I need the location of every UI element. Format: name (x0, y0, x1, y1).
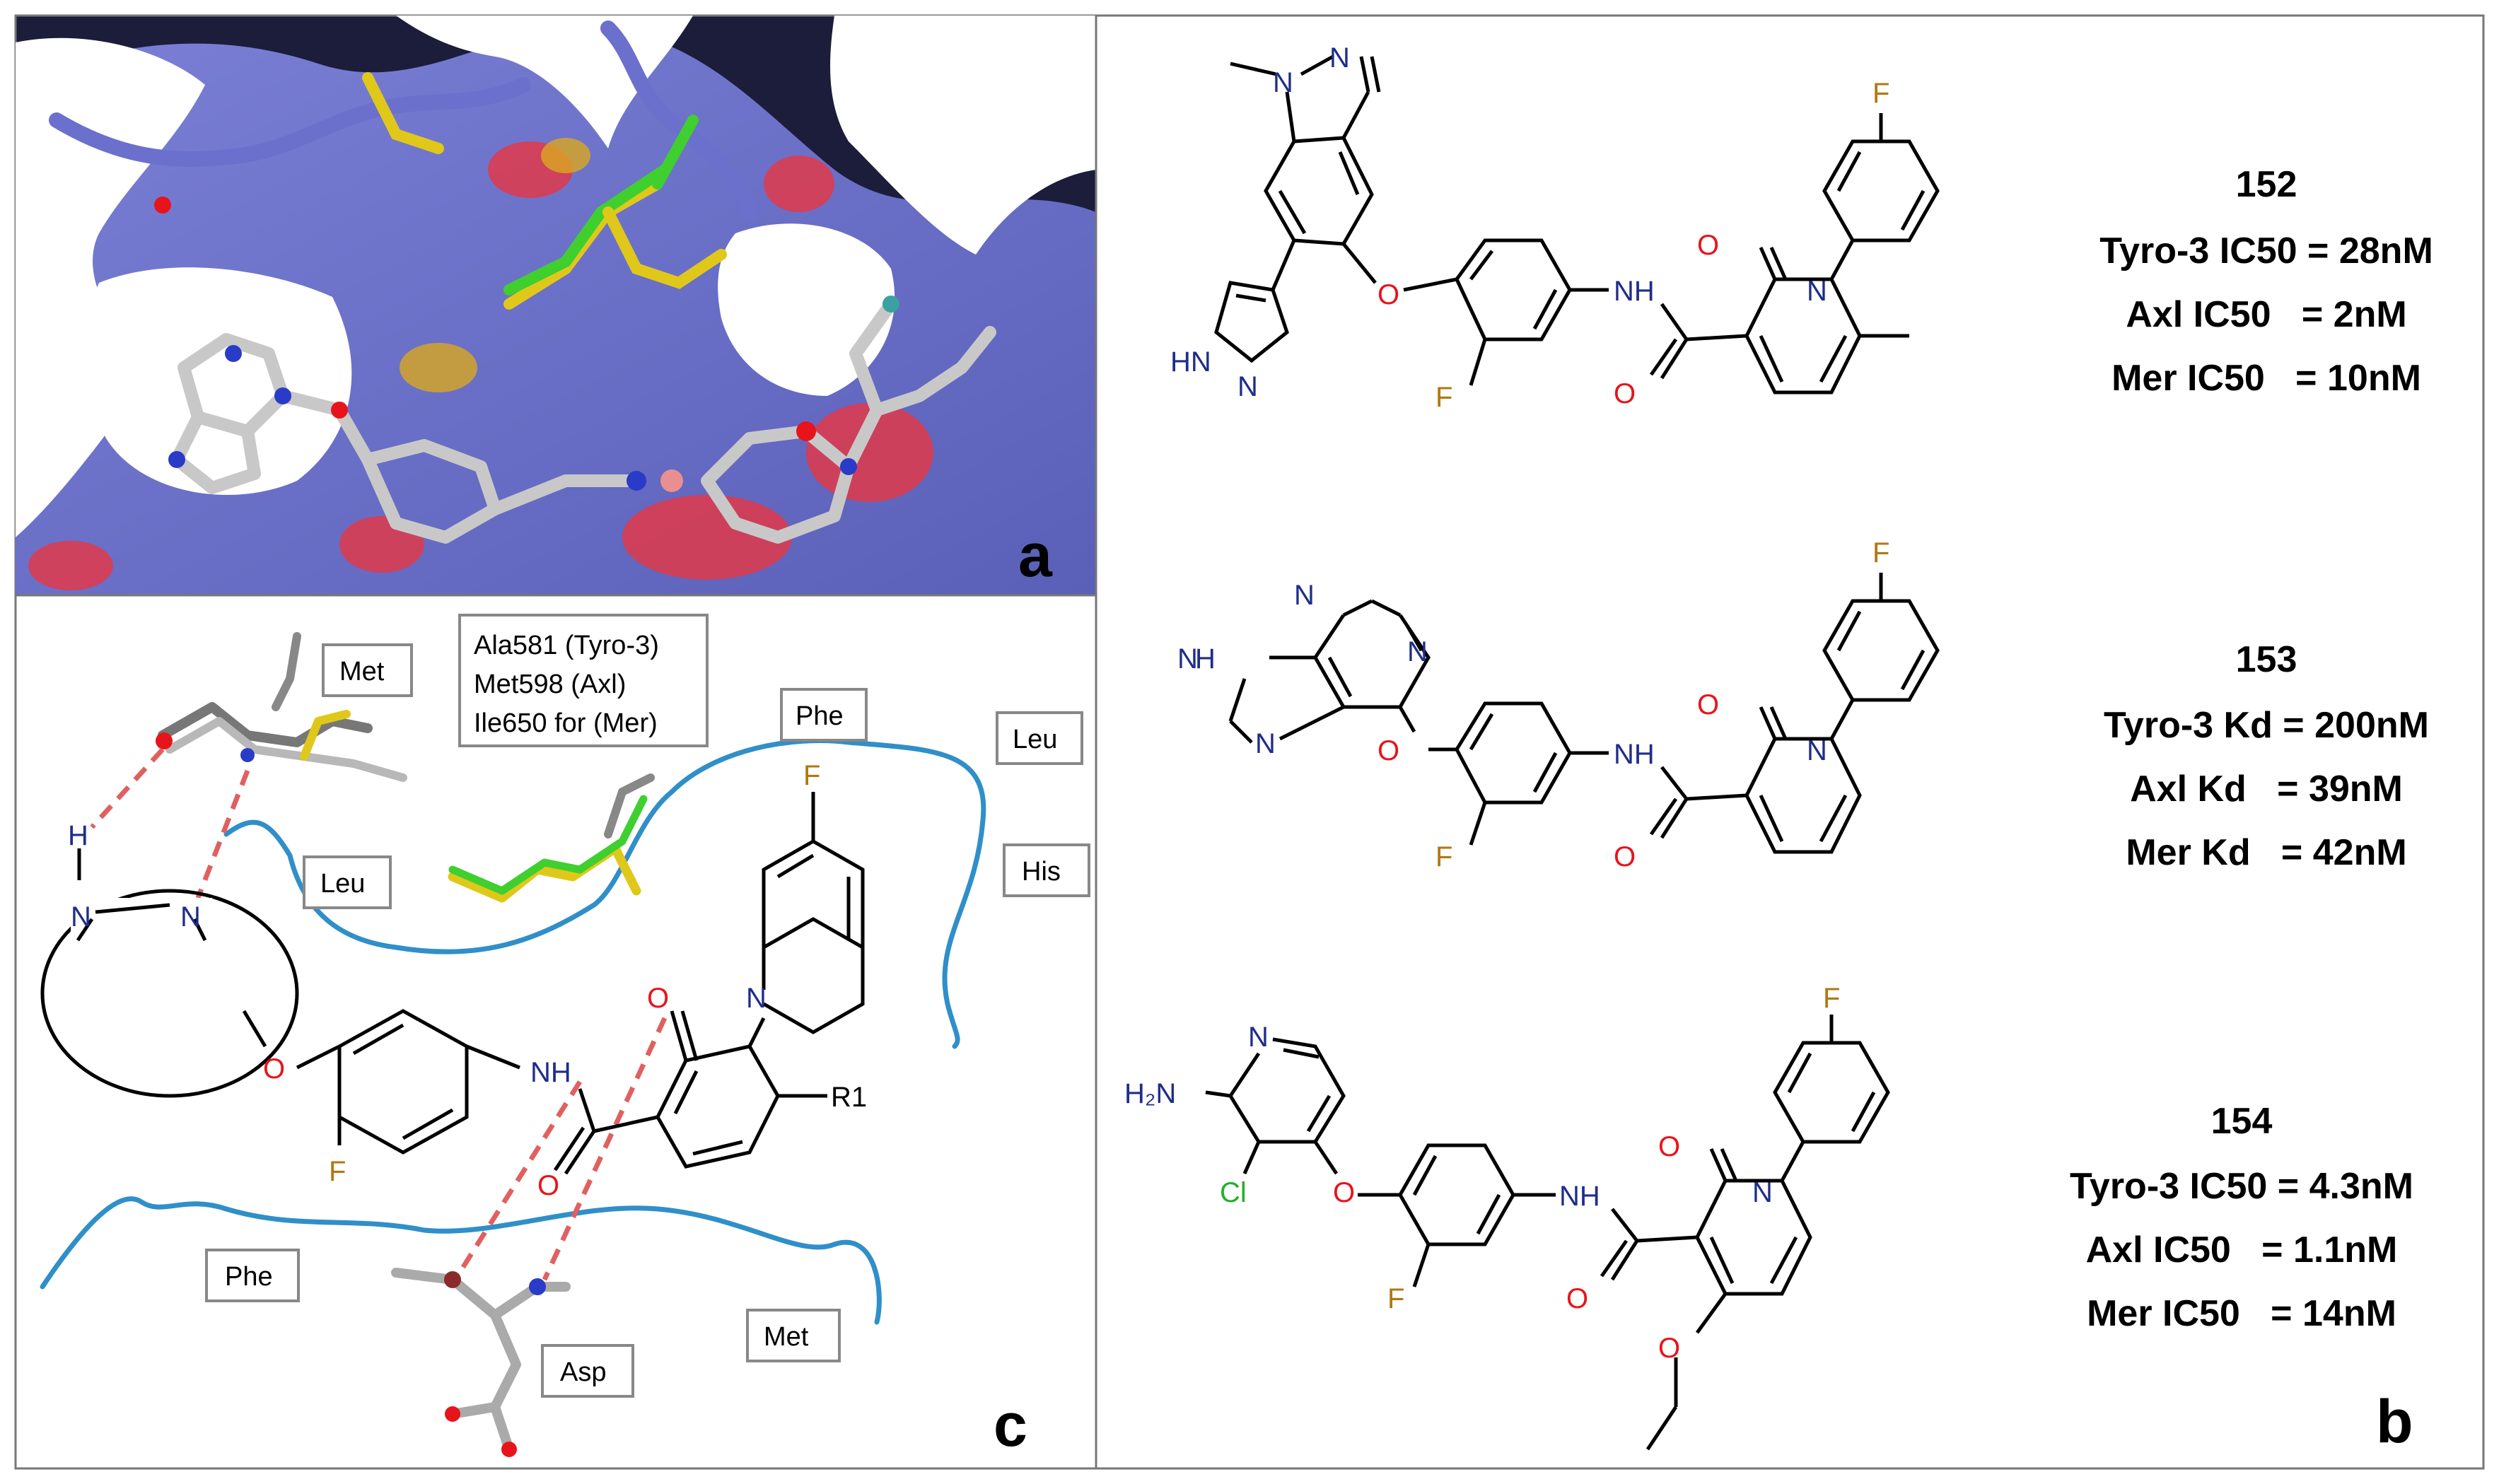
compound-153-line3: Mer Kd = 42nM (2126, 832, 2406, 873)
compound-153-line1: Tyro-3 Kd = 200nM (2104, 705, 2429, 746)
panel-c-letter: c (994, 1391, 1027, 1459)
hinge-binder-ring (40, 889, 299, 1098)
surface-white-cavity-lower (86, 267, 352, 495)
surface-white-cavity-left (16, 37, 205, 538)
gatekeeper-line-3: Ile650 for (Mer) (474, 708, 658, 738)
residue-sticks-yellow-green (362, 72, 727, 310)
atom-153-f-ring: F (1435, 841, 1452, 872)
panel-a-letter: a (1018, 522, 1053, 590)
scaffold-atom-h: H (68, 820, 88, 851)
compound-153-line2: Axl Kd = 39nM (2130, 769, 2403, 810)
backbone-ribbon-top (600, 21, 757, 220)
atom-152-hn: HN (1170, 346, 1211, 378)
atom-154-f-phenyl: F (1823, 983, 1840, 1014)
atom-153-n3: N (1255, 728, 1276, 759)
atom-153-o-ether: O (1377, 735, 1399, 766)
label-152: 152 Tyro-3 IC50 = 28nM Axl IC50 = 2nM Me… (2099, 164, 2433, 399)
residue-his: His (1022, 857, 1061, 887)
atom-154-f-ring: F (1387, 1283, 1404, 1314)
label-154: 154 Tyro-3 IC50 = 4.3nM Axl IC50 = 1.1nM… (2070, 1101, 2413, 1334)
panel-b: N N HN N O F NH O O N F 152 Tyro-3 IC50 … (1095, 14, 2485, 1470)
atom-152-n2: N (1329, 42, 1350, 74)
atom-153-n1: N (1294, 580, 1315, 611)
residue-leu-left: Leu (320, 869, 365, 899)
hydrogen-bonds (90, 747, 668, 1281)
compound-152-line2: Axl IC50 = 2nM (2126, 294, 2406, 335)
atom-153-o-amide: O (1614, 841, 1636, 872)
scaffold-atom-f-phenyl: F (803, 760, 820, 791)
atom-154-o-ethoxy: O (1658, 1333, 1680, 1364)
gatekeeper-sticks (448, 773, 655, 903)
panel-c: H N N O F NH O O N R1 F Met Ala581 (Tyro… (14, 594, 1097, 1470)
residue-met-top: Met (339, 657, 385, 687)
structure-153: N N N H N N O F NH O O N F (1177, 537, 1940, 872)
atom-152-o-pyridone: O (1697, 230, 1719, 261)
residue-leu-right: Leu (1013, 725, 1057, 754)
panel-b-letter: b (2376, 1388, 2413, 1456)
atom-154-n-pyridine: N (1248, 1022, 1269, 1053)
residue-met-bottom: Met (764, 1322, 809, 1352)
atom-152-o-ether: O (1377, 279, 1399, 310)
pocket-line-bottom (40, 1196, 882, 1325)
compound-152-line1: Tyro-3 IC50 = 28nM (2099, 230, 2433, 271)
atom-152-f-phenyl: F (1872, 78, 1889, 109)
atom-153-h: H (1195, 643, 1216, 674)
gatekeeper-line-1: Ala581 (Tyro-3) (474, 631, 659, 660)
residue-phe-bottom: Phe (225, 1262, 273, 1292)
atom-153-f-phenyl: F (1872, 537, 1889, 568)
scaffold-atom-o-pyridone: O (647, 983, 669, 1014)
atom-153-o-pyridone: O (1697, 689, 1719, 720)
scaffold-atom-n1: N (71, 901, 91, 933)
compound-152-line3: Mer IC50 = 10nM (2111, 358, 2421, 399)
structure-152: N N HN N O F NH O O N F (1170, 42, 1940, 413)
atom-153-nh-label-n: N (1177, 643, 1198, 674)
scaffold-atom-n-pyridone: N (746, 983, 767, 1014)
backbone-ribbon-left (49, 77, 531, 167)
scaffold-atom-o-amide: O (537, 1170, 559, 1201)
residue-labels: Met Ala581 (Tyro-3) Met598 (Axl) Ile650 … (205, 614, 1090, 1398)
ligand-atom-highlights (154, 197, 899, 492)
atom-152-nh: NH (1614, 276, 1655, 307)
surface-yellow-patches (400, 138, 590, 392)
atom-153-n-pyridone: N (1807, 735, 1827, 766)
scaffold-atom-f-ring: F (329, 1156, 346, 1187)
compound-154-line1: Tyro-3 IC50 = 4.3nM (2070, 1166, 2413, 1207)
compound-154-line2: Axl IC50 = 1.1nM (2086, 1229, 2398, 1270)
scaffold-ligand: H N N O F NH O O N R1 F (40, 760, 867, 1201)
compound-154-line3: Mer IC50 = 14nM (2087, 1293, 2396, 1334)
compound-152-id: 152 (2236, 164, 2297, 205)
atom-153-nh: NH (1614, 739, 1655, 770)
scaffold-atom-o-ether: O (263, 1053, 285, 1085)
atom-152-n1: N (1273, 67, 1293, 98)
atom-152-n-pyridone: N (1807, 276, 1827, 307)
atom-153-n2: N (1407, 636, 1428, 667)
panel-a: a (14, 14, 1097, 597)
atom-154-n-pyridone: N (1752, 1177, 1773, 1208)
residue-asp: Asp (560, 1357, 606, 1387)
hinge-residue-sticks (156, 632, 407, 782)
atom-154-h2n: H₂N (1124, 1078, 1176, 1109)
atom-152-f-ring: F (1435, 382, 1452, 413)
atom-154-cl: Cl (1220, 1177, 1247, 1208)
atom-154-o-ether: O (1333, 1177, 1355, 1208)
atom-152-o-amide: O (1614, 378, 1636, 409)
pocket-line-top (223, 738, 986, 1049)
structure-154: N H₂N Cl O F NH O O N O F (1124, 983, 1890, 1451)
atom-154-nh: NH (1559, 1181, 1600, 1212)
atom-152-n3: N (1237, 371, 1258, 402)
atom-154-o-pyridone: O (1658, 1131, 1680, 1162)
label-153: 153 Tyro-3 Kd = 200nM Axl Kd = 39nM Mer … (2104, 639, 2429, 873)
residue-phe-top: Phe (796, 701, 844, 731)
scaffold-atom-nh: NH (530, 1057, 571, 1088)
surface-white-cavity-right (830, 16, 1096, 255)
asp-residue-sticks (391, 1268, 571, 1457)
compound-153-id: 153 (2236, 639, 2297, 680)
compound-154-id: 154 (2211, 1101, 2273, 1142)
scaffold-atom-n2: N (180, 901, 201, 933)
gatekeeper-line-2: Met598 (Axl) (474, 670, 626, 699)
atom-154-o-amide: O (1566, 1283, 1588, 1314)
scaffold-r1-label: R1 (831, 1082, 867, 1113)
